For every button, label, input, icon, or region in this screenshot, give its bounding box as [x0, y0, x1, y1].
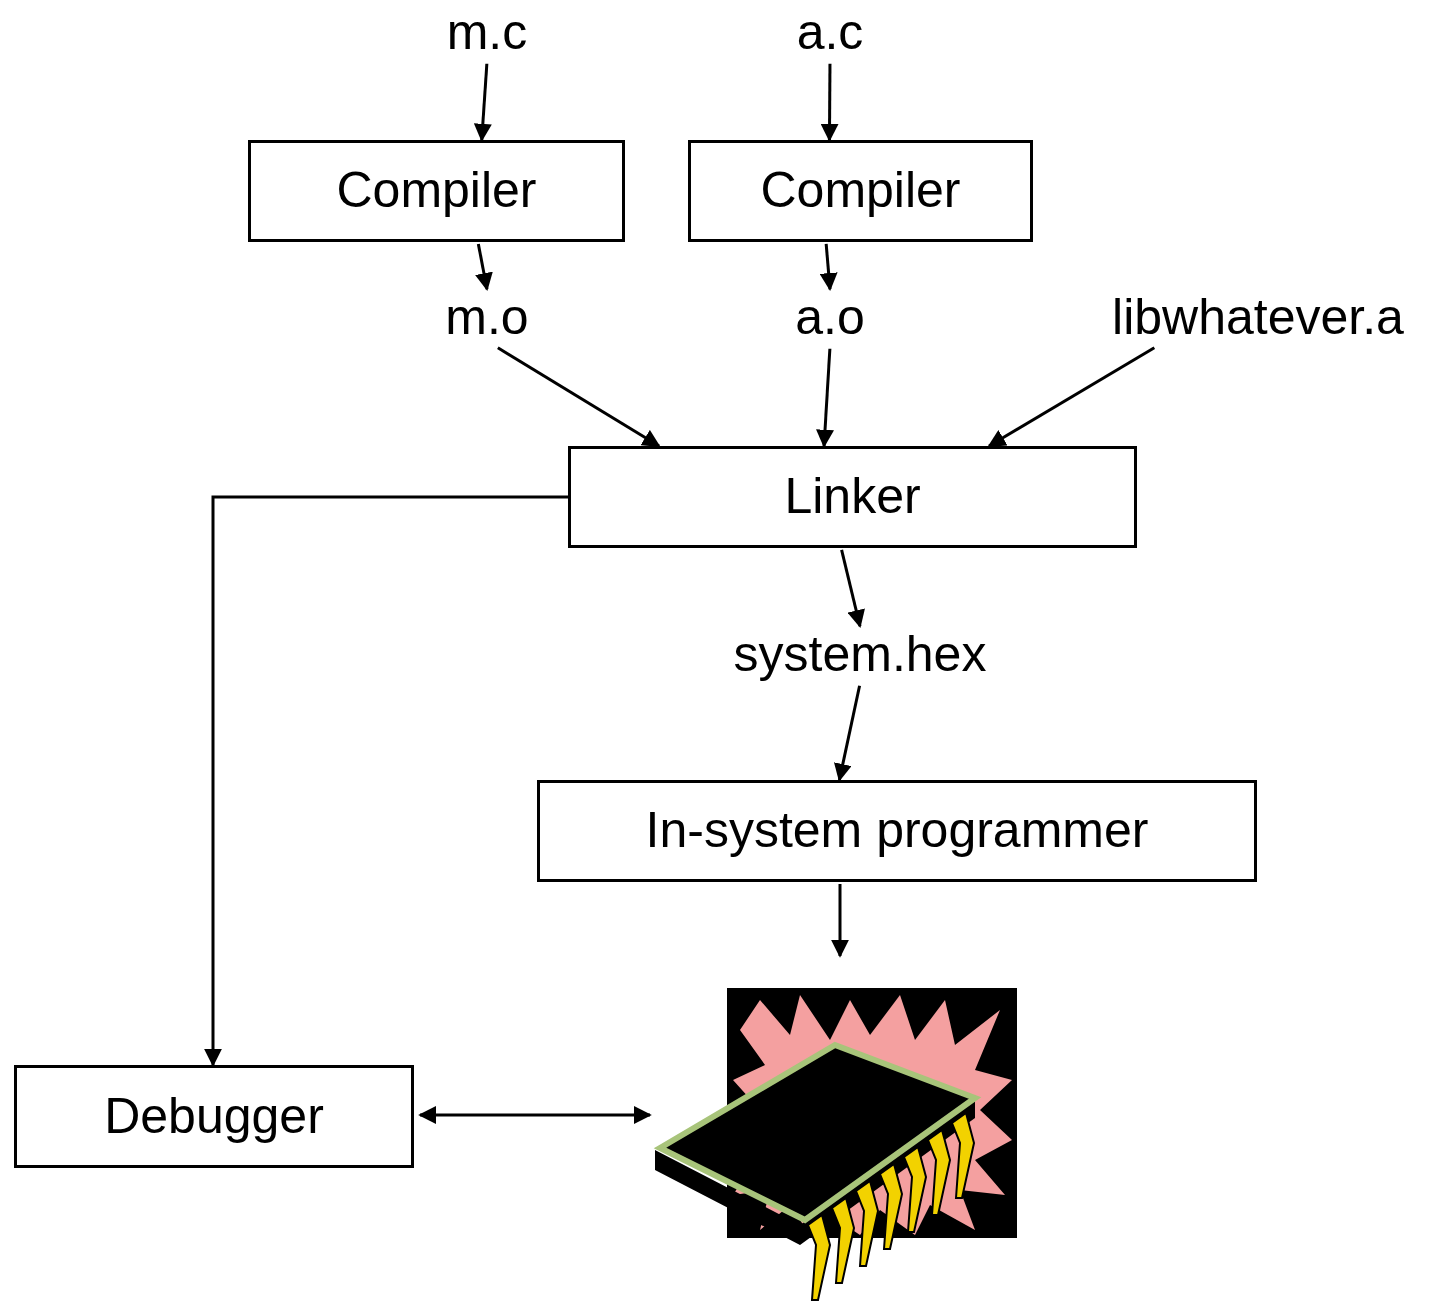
process-box: Compiler — [248, 140, 625, 242]
source-file: m.c — [443, 4, 532, 62]
flow-arrow — [478, 244, 487, 289]
flow-arrow — [842, 550, 860, 626]
node-label: Debugger — [104, 1088, 324, 1146]
library-file: libwhatever.a — [1108, 289, 1408, 347]
output-file: system.hex — [730, 626, 991, 684]
node-label: Compiler — [336, 162, 536, 220]
chip-pins — [808, 1113, 974, 1300]
programmer-arrow — [839, 884, 842, 956]
node-label: libwhatever.a — [1112, 289, 1404, 347]
node-label: Compiler — [760, 162, 960, 220]
flow-arrow — [824, 349, 830, 446]
process-box: Compiler — [688, 140, 1033, 242]
node-label: a.c — [797, 4, 864, 62]
flow-arrow — [498, 348, 659, 446]
node-label: a.o — [795, 289, 865, 347]
node-label: In-system programmer — [646, 802, 1149, 860]
flow-arrow — [213, 497, 568, 1065]
flow-arrow — [482, 64, 487, 140]
node-label: system.hex — [734, 626, 987, 684]
object-file: m.o — [441, 289, 532, 347]
flow-arrow — [839, 686, 859, 780]
flow-arrow — [828, 64, 832, 140]
node-label: m.c — [447, 4, 528, 62]
source-file: a.c — [793, 4, 868, 62]
process-box: Debugger — [14, 1065, 414, 1168]
process-box: Linker — [568, 446, 1137, 548]
chip-body — [660, 1045, 975, 1220]
object-file: a.o — [791, 289, 869, 347]
process-box: In-system programmer — [537, 780, 1257, 882]
node-label: Linker — [784, 468, 920, 526]
flow-arrow — [826, 244, 830, 289]
flow-arrow — [989, 348, 1154, 446]
debug-link-arrow — [420, 1114, 650, 1117]
node-label: m.o — [445, 289, 528, 347]
